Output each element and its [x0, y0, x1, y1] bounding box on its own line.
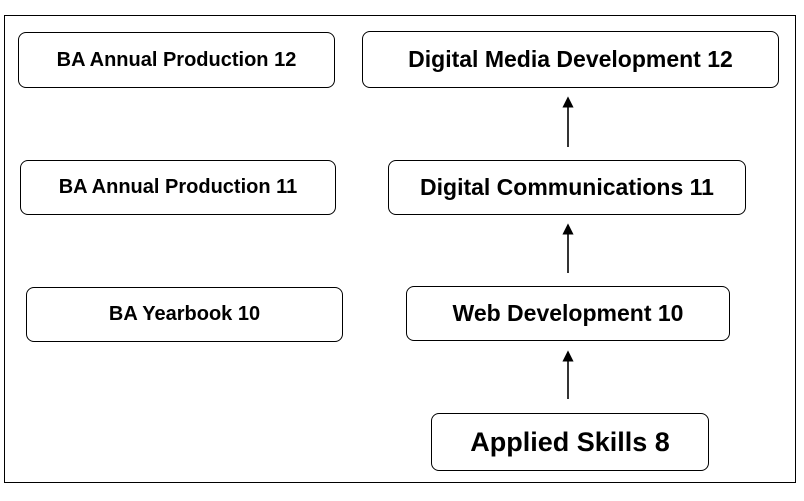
node-applied-skills-8: Applied Skills 8 [431, 413, 709, 471]
node-digital-communications-11: Digital Communications 11 [388, 160, 746, 215]
node-ba-annual-production-12: BA Annual Production 12 [18, 32, 335, 88]
node-digital-media-development-12: Digital Media Development 12 [362, 31, 779, 88]
node-web-development-10: Web Development 10 [406, 286, 730, 341]
node-ba-yearbook-10: BA Yearbook 10 [26, 287, 343, 342]
diagram-frame [4, 15, 796, 483]
node-ba-annual-production-11: BA Annual Production 11 [20, 160, 336, 215]
